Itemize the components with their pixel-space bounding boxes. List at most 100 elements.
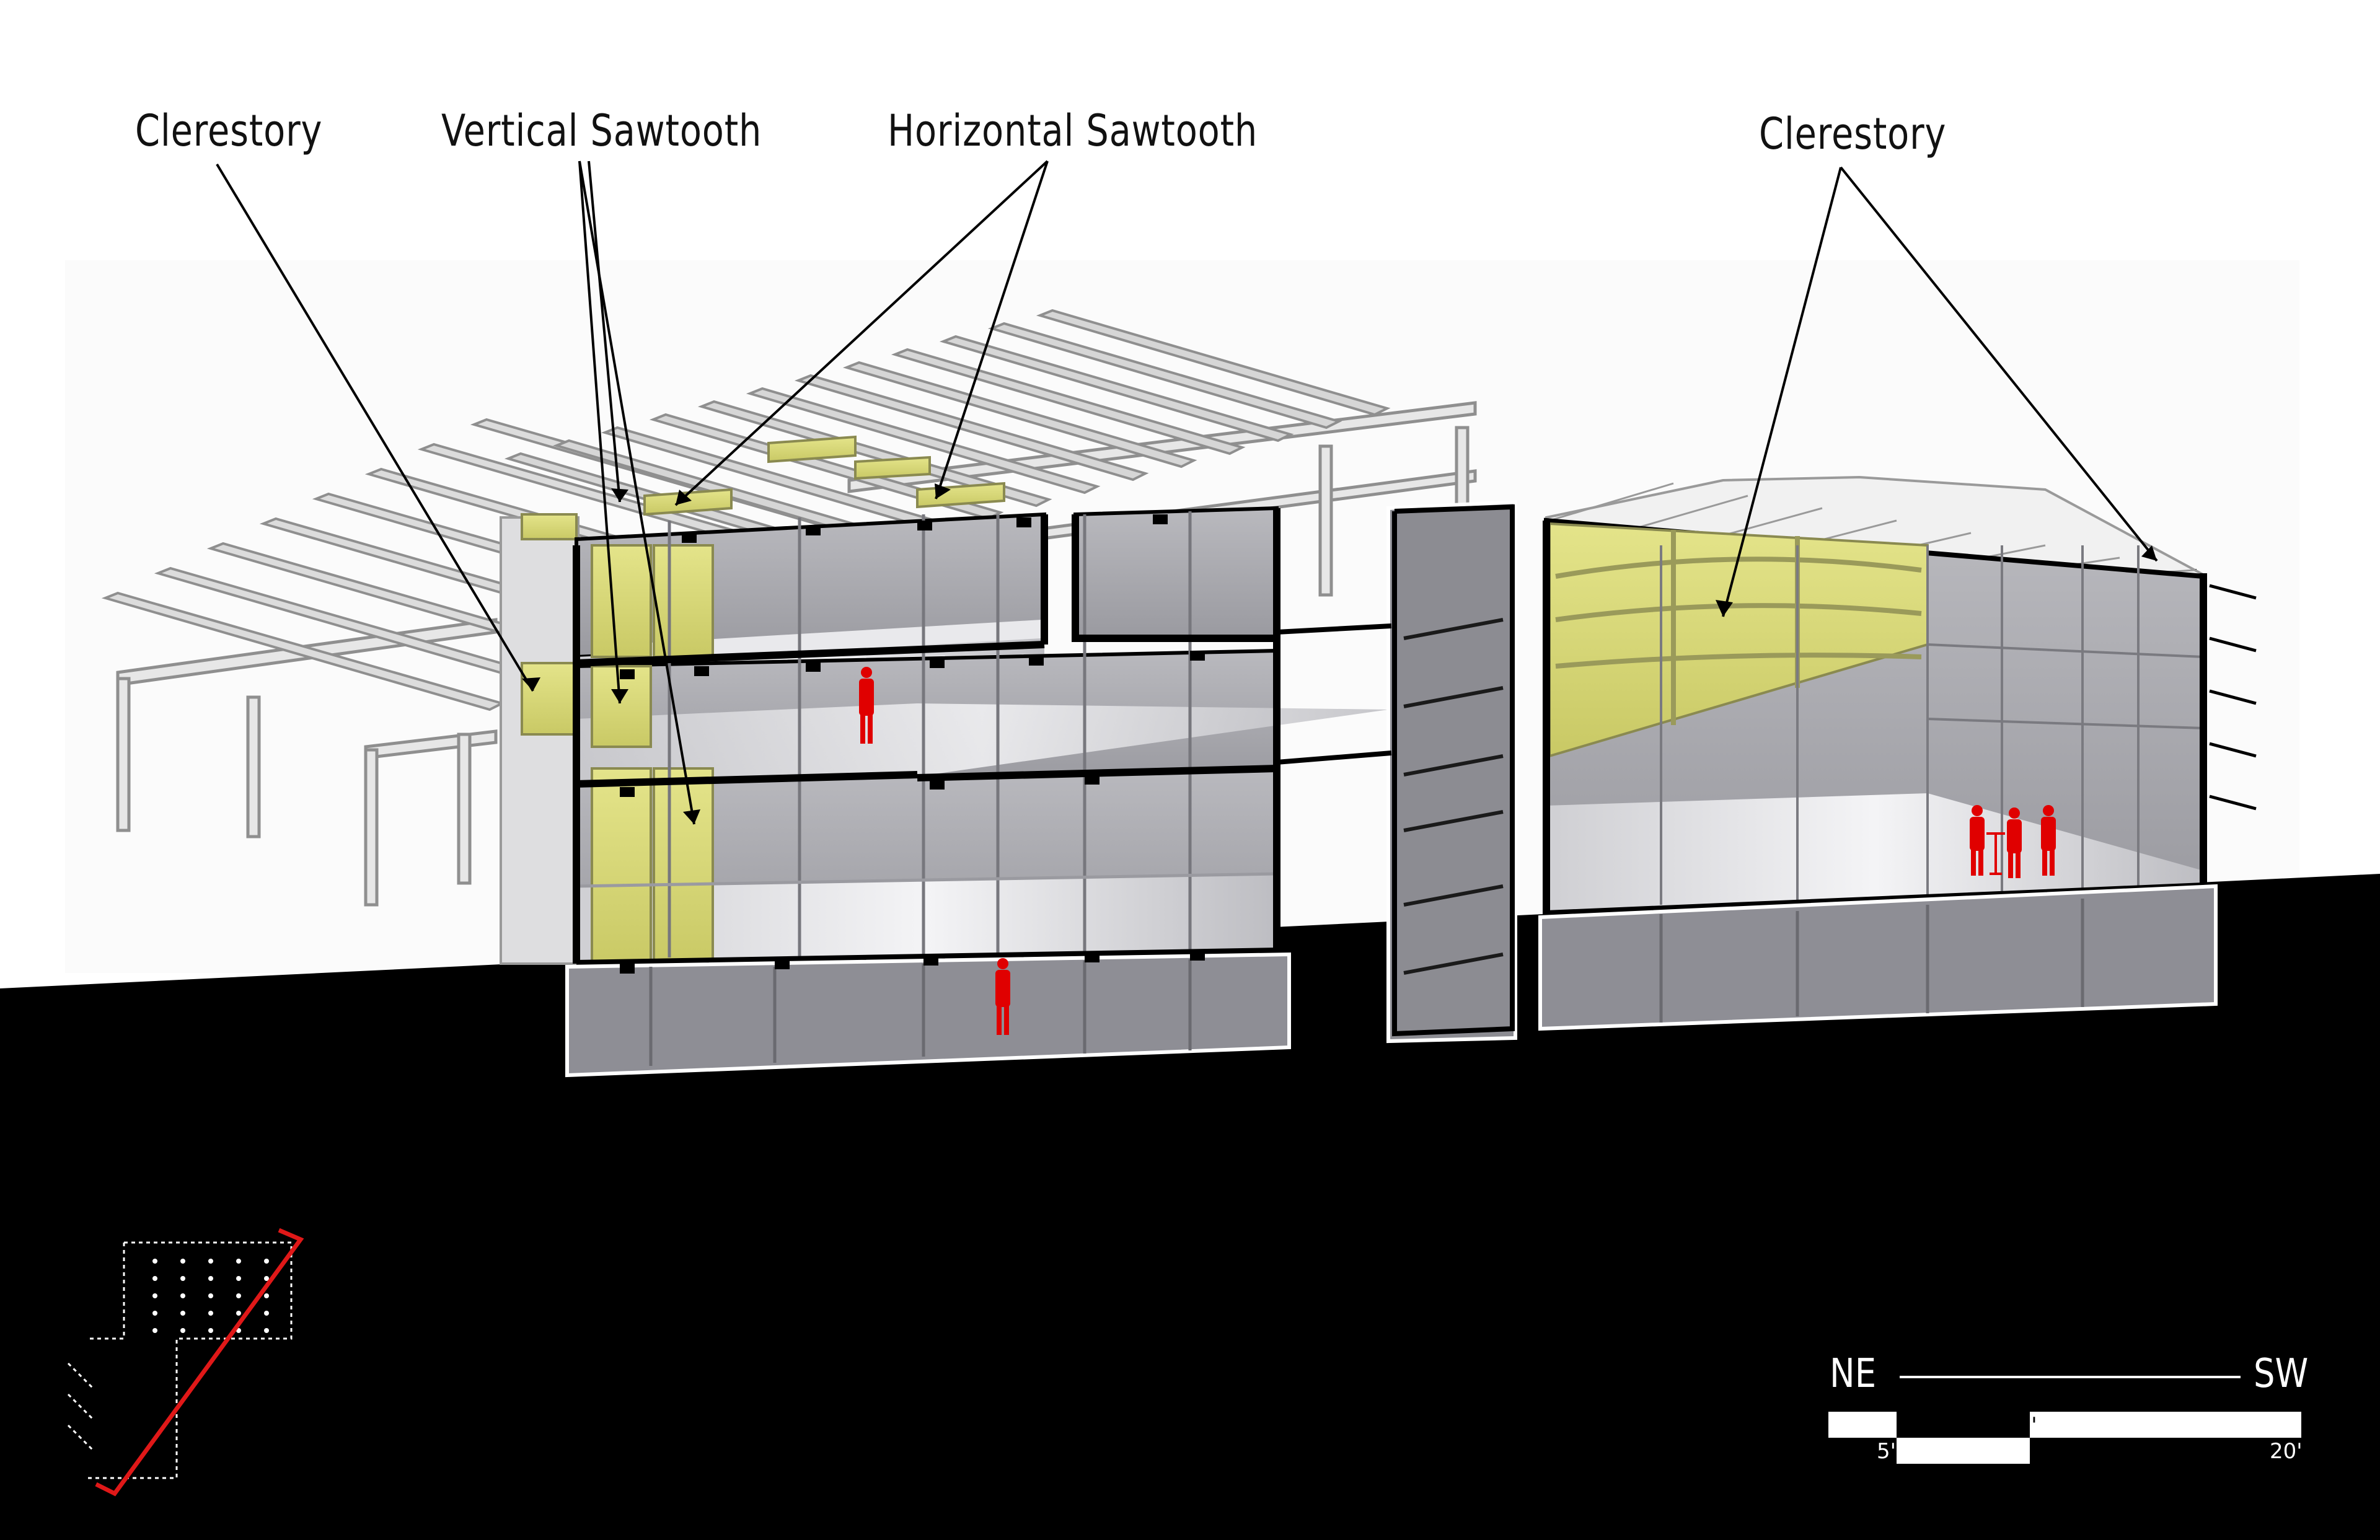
key-plan-dot <box>152 1293 157 1298</box>
scale-bar-segment-2 <box>1897 1438 2030 1464</box>
vertical-sawtooth-pane-5 <box>653 767 714 968</box>
left-basement-columns <box>649 959 1192 1066</box>
key-plan-dot <box>208 1311 213 1316</box>
stair-flight <box>1403 884 1504 907</box>
person-figure <box>2007 807 2022 878</box>
clerestory-upper-pane <box>521 513 578 540</box>
person-figure <box>1970 805 1985 876</box>
horizontal-sawtooth-skylights <box>643 435 1005 516</box>
roof-blade <box>1036 309 1391 416</box>
right-basement-columns <box>1659 899 2084 1023</box>
wall-grid-line <box>1927 643 2204 658</box>
stair-flight <box>1403 618 1504 640</box>
label-vertical-sawtooth: Vertical Sawtooth <box>441 105 762 156</box>
scale-bar <box>1828 1376 2301 1464</box>
roof-grid-line <box>1722 507 1823 537</box>
key-plan-dot <box>264 1276 269 1281</box>
beam-stub <box>923 956 938 966</box>
beam-stub <box>1085 953 1100 962</box>
key-plan-dot <box>152 1259 157 1264</box>
roof-blade <box>891 348 1246 455</box>
music-stand <box>1986 832 2005 875</box>
beam-stub <box>930 780 945 790</box>
scale-bar-segment-3 <box>2030 1412 2301 1438</box>
vertical-sawtooth-pane-1 <box>591 544 652 658</box>
key-plan-cut-line <box>95 1228 304 1497</box>
scale-tick-5: 5' <box>1877 1439 1896 1464</box>
hall-wall-grid <box>1660 545 2204 905</box>
key-plan-dot <box>208 1328 213 1333</box>
beam-stub <box>917 521 932 530</box>
upper-room-floor-light <box>620 620 1041 662</box>
stair-flight <box>1403 754 1504 777</box>
label-clerestory-left: Clerestory <box>135 105 323 156</box>
person-figure <box>995 958 1010 1035</box>
key-plan-dot <box>180 1311 185 1316</box>
roof-blade <box>649 413 1004 521</box>
roof-grid-line <box>1983 544 2046 559</box>
exterior-fin <box>2209 689 2257 705</box>
beam-stub <box>806 526 821 535</box>
vertical-sawtooth-pane-2 <box>591 665 652 748</box>
vertical-sawtooth-pane-3 <box>591 767 652 968</box>
scale-direction-ne: NE <box>1830 1351 1877 1397</box>
beam-stub <box>682 533 697 543</box>
leader-lines <box>216 160 2158 825</box>
key-plan-dot <box>236 1259 241 1264</box>
key-plan-dot <box>236 1276 241 1281</box>
wall-grid-line <box>1927 718 2204 729</box>
left-exterior-wall <box>500 516 580 965</box>
key-plan-dot <box>208 1293 213 1298</box>
beam-stub <box>1190 951 1205 961</box>
person-figure <box>859 667 874 744</box>
beam-stub <box>620 964 635 974</box>
beam-stub <box>1029 656 1044 666</box>
hall-roof-grid <box>1549 482 2195 574</box>
beam-stub <box>1153 514 1168 524</box>
right-basement <box>1538 884 2218 1031</box>
person-figures <box>859 667 2056 1035</box>
clerestory-left-pane <box>521 662 578 736</box>
connector-bridges <box>1276 623 1392 765</box>
label-horizontal-sawtooth: Horizontal Sawtooth <box>888 105 1258 156</box>
label-clerestory-right: Clerestory <box>1759 108 1947 159</box>
roof-blade <box>939 335 1294 442</box>
beam-stub <box>694 666 709 676</box>
beam-stub <box>930 658 945 668</box>
left-basement <box>565 952 1291 1078</box>
key-plan-dot <box>208 1259 213 1264</box>
roof-grid-line <box>1549 482 1674 522</box>
hall-floor <box>1546 793 2203 914</box>
key-plan-dot <box>180 1259 185 1264</box>
key-plan-dot <box>208 1276 213 1281</box>
scale-direction-sw: SW <box>2254 1351 2309 1397</box>
key-plan-dot <box>264 1328 269 1333</box>
right-exterior-fins <box>2209 584 2257 811</box>
stair-flights <box>1403 618 1504 975</box>
second-floor-slab <box>576 703 1388 784</box>
beam-stub <box>620 787 635 797</box>
main-room-floor <box>576 874 1277 961</box>
scale-tick-20: 20' <box>2270 1439 2303 1464</box>
stair-flight <box>1403 686 1504 708</box>
exterior-fin <box>2209 636 2257 653</box>
leader-arrowheads <box>522 483 2157 824</box>
stair-tower-outline <box>1392 504 1515 1037</box>
roof-blade <box>842 361 1197 469</box>
key-plan <box>67 1241 293 1479</box>
roof-blade <box>794 374 1149 482</box>
stair-tower <box>1386 499 1517 1044</box>
key-plan-dot <box>152 1311 157 1316</box>
key-plan-dot <box>236 1293 241 1298</box>
exterior-fin <box>2209 584 2257 600</box>
upper-room-2 <box>1073 506 1279 640</box>
key-plan-dot <box>264 1311 269 1316</box>
left-building-columns <box>576 511 1277 957</box>
beam-stub <box>1085 775 1100 785</box>
scale-bar-segment-1 <box>1828 1412 1897 1438</box>
beam-stub <box>620 669 635 679</box>
beam-stub <box>1016 517 1031 527</box>
key-plan-dot <box>264 1293 269 1298</box>
